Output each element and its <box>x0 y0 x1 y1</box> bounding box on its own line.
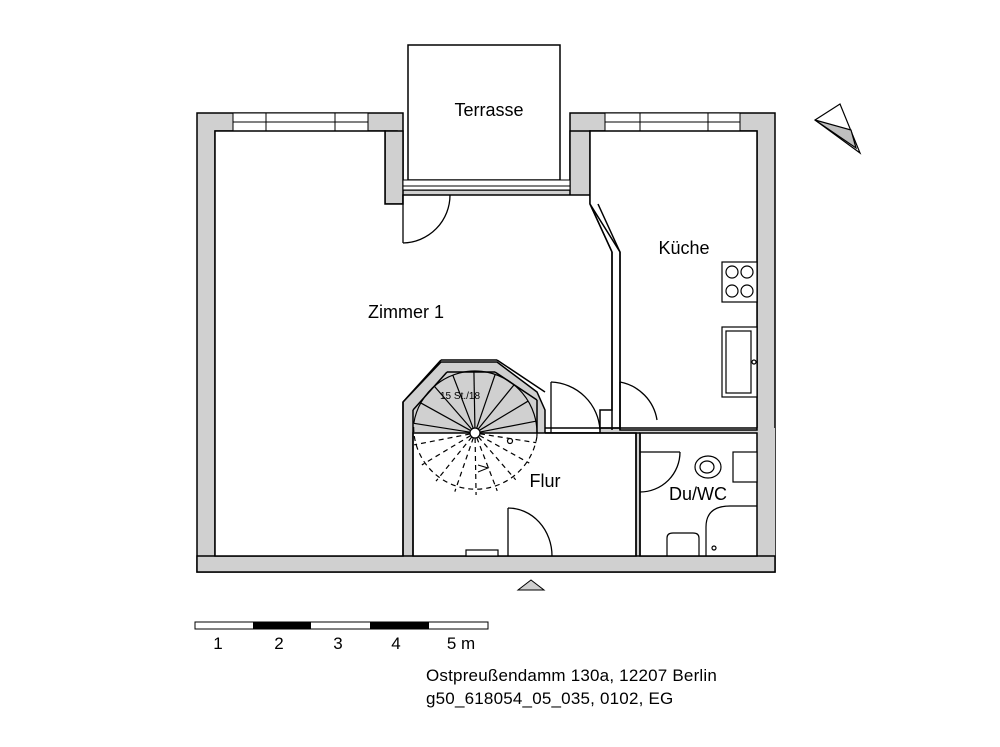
room-label-kitchen: Küche <box>658 238 709 258</box>
shower-curve <box>705 505 757 556</box>
stair-tread <box>420 402 471 432</box>
inner-walls <box>402 203 757 556</box>
right-lower-wall <box>757 428 775 556</box>
door-kitchen <box>619 381 658 428</box>
door-terrace <box>402 194 451 244</box>
scale-bar: 1 2 3 4 5 m <box>194 621 489 653</box>
washbasin <box>666 532 700 556</box>
scale-tick-label: 3 <box>333 634 342 653</box>
scale-tick-label: 4 <box>391 634 400 653</box>
bath-fixtures <box>666 451 758 556</box>
toilet-tank <box>732 451 758 483</box>
stair-tread <box>477 436 517 481</box>
entrance-arrow-icon <box>516 579 546 591</box>
stair-tread <box>454 437 474 492</box>
stair-tread <box>477 384 515 430</box>
stair-tread <box>435 436 473 482</box>
room-flur <box>412 432 637 557</box>
scale-tick-label: 2 <box>274 634 283 653</box>
spiral-staircase: 15 St./18 <box>413 370 538 496</box>
stair-tread <box>479 420 536 433</box>
threshold <box>465 549 499 557</box>
kitchen-fixtures <box>721 261 758 398</box>
windows <box>232 112 741 132</box>
door-bath <box>639 451 681 493</box>
stair-tread <box>413 422 471 433</box>
room-label-flur: Flur <box>530 471 561 491</box>
scale-tick-label: 1 <box>213 634 222 653</box>
stair-tread <box>478 400 529 431</box>
stair-tread <box>476 437 498 492</box>
room-label-zimmer1: Zimmer 1 <box>368 302 444 322</box>
stair-tread <box>474 437 477 496</box>
doors <box>402 194 681 557</box>
room-label-terrace: Terrasse <box>454 100 523 120</box>
pillar-left <box>384 130 404 205</box>
bottom-wall <box>196 555 776 573</box>
stair-tread <box>476 374 496 429</box>
stair-tread <box>473 370 476 429</box>
stair-tread <box>452 374 474 429</box>
stair-outer-arc <box>413 370 538 437</box>
stair-tread <box>421 435 472 466</box>
caption-reference: g50_618054_05_035, 0102, EG <box>426 689 674 708</box>
scale-tick-label: 5 m <box>447 634 475 653</box>
door-entrance <box>507 507 553 557</box>
door-zimmer1 <box>550 381 601 433</box>
stair-tread <box>414 433 471 446</box>
caption-address: Ostpreußendamm 130a, 12207 Berlin <box>426 666 718 685</box>
pillar-right <box>569 130 591 205</box>
stair-tread <box>433 385 473 430</box>
stairs-label: 15 St./18 <box>440 391 480 402</box>
north-arrow-icon <box>813 103 862 155</box>
stair-tread <box>479 433 537 444</box>
stair-tread <box>479 434 530 464</box>
room-label-bath: Du/WC <box>669 484 727 504</box>
